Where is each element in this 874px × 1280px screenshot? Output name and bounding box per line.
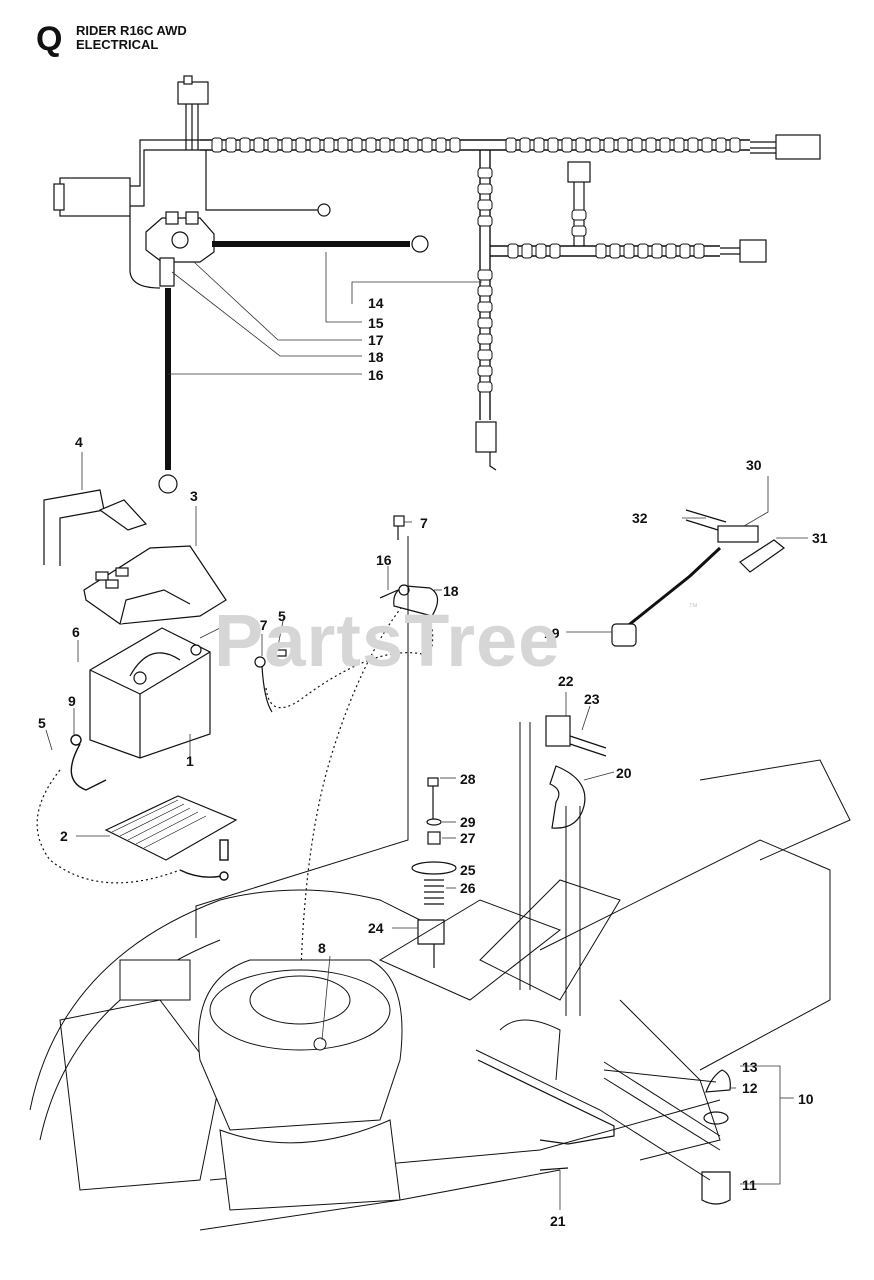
wire-harness-19-30 xyxy=(611,509,785,647)
callout-5-right: 5 xyxy=(278,608,286,624)
battery-cover xyxy=(83,545,227,625)
callout-2: 2 xyxy=(60,828,68,844)
callout-28: 28 xyxy=(460,771,476,787)
harness-convolute-beads xyxy=(211,137,741,393)
terminal-17 xyxy=(254,649,287,713)
callout-9: 9 xyxy=(68,693,76,709)
harness-leader-lines xyxy=(168,252,482,375)
steering-linkage xyxy=(195,536,721,1181)
interlock-switch-stack xyxy=(411,777,457,968)
clip-20 xyxy=(549,765,586,829)
battery xyxy=(89,627,211,759)
callout-labels: 14 15 17 18 16 4 3 7 16 18 30 32 31 19 6… xyxy=(38,295,828,1229)
callout-13: 13 xyxy=(742,1059,758,1075)
diagram-model: RIDER R16C AWD xyxy=(76,23,187,38)
battery-bracket xyxy=(43,489,148,566)
callout-30: 30 xyxy=(746,457,762,473)
callout-5-left: 5 xyxy=(38,715,46,731)
callout-21: 21 xyxy=(550,1213,566,1229)
cable-routing-dotted xyxy=(36,597,434,1086)
callout-27: 27 xyxy=(460,830,476,846)
callout-6-right: 6 xyxy=(222,619,230,635)
key-switch-10 xyxy=(701,1069,731,1205)
callout-1: 1 xyxy=(186,753,194,769)
callout-17-top: 17 xyxy=(368,332,384,348)
callout-29: 29 xyxy=(460,814,476,830)
callout-16-mid: 16 xyxy=(376,552,392,568)
callout-4: 4 xyxy=(75,434,83,450)
chassis-frame xyxy=(29,759,851,1231)
solenoid-assembly xyxy=(379,515,439,617)
connector-22-23 xyxy=(545,715,607,757)
callout-3: 3 xyxy=(190,488,198,504)
watermark-trademark: ™ xyxy=(688,602,698,613)
harness-main-sleeve xyxy=(200,139,750,151)
callout-11: 11 xyxy=(742,1177,757,1193)
ground-cable xyxy=(70,734,229,881)
callout-24: 24 xyxy=(368,920,384,936)
callout-17-mid: 17 xyxy=(252,617,268,633)
callout-14: 14 xyxy=(368,295,384,311)
engine xyxy=(119,959,403,1211)
watermark-text: PartsTree xyxy=(214,599,561,682)
callout-15: 15 xyxy=(368,315,384,331)
callout-8: 8 xyxy=(318,940,326,956)
callout-26: 26 xyxy=(460,880,476,896)
diagram-title: ELECTRICAL xyxy=(76,37,159,52)
callout-10: 10 xyxy=(798,1091,814,1107)
callout-leader-lines xyxy=(45,452,808,1210)
callout-12: 12 xyxy=(742,1080,758,1096)
callout-20: 20 xyxy=(616,765,632,781)
callout-25: 25 xyxy=(460,862,476,878)
section-letter: Q xyxy=(36,20,63,58)
callout-16-top: 16 xyxy=(368,367,384,383)
callout-7: 7 xyxy=(420,515,428,531)
callout-18-mid: 18 xyxy=(443,583,459,599)
callout-6-left: 6 xyxy=(72,624,80,640)
callout-23: 23 xyxy=(584,691,600,707)
callout-32: 32 xyxy=(632,510,648,526)
owner-manual xyxy=(104,795,238,861)
callout-31: 31 xyxy=(812,530,828,546)
callout-19: 19 xyxy=(544,625,560,641)
callout-22: 22 xyxy=(558,673,574,689)
callout-18-top: 18 xyxy=(368,349,384,365)
